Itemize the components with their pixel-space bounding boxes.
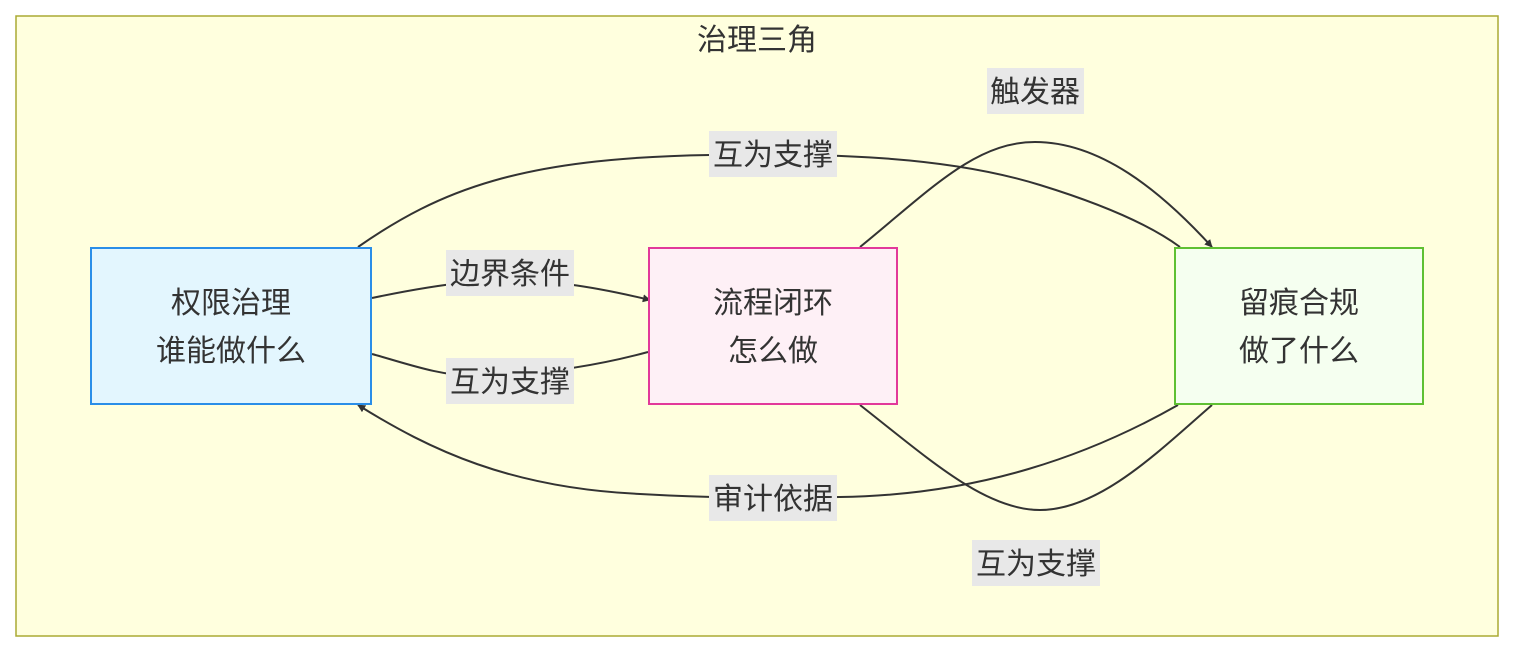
- edge-labels: 互为支撑 触发器 边界条件 互为支撑 审计依据 互为支撑: [446, 68, 1100, 586]
- node-trace-box[interactable]: [1174, 247, 1424, 405]
- svg-text:互为支撑: 互为支撑: [976, 547, 1096, 582]
- node-process-closed-loop[interactable]: 流程闭环 怎么做: [648, 247, 898, 405]
- edge-trace-to-process[interactable]: [859, 404, 1213, 512]
- node-permission-title: 权限治理: [171, 286, 291, 321]
- node-trace-subtitle: 做了什么: [1239, 334, 1359, 369]
- edge-label-trace-to-permission: 审计依据: [709, 475, 837, 521]
- svg-text:触发器: 触发器: [990, 75, 1080, 110]
- svg-text:互为支撑: 互为支撑: [713, 138, 833, 173]
- node-process-subtitle: 怎么做: [728, 334, 818, 369]
- node-process-box[interactable]: [648, 247, 898, 405]
- node-process-title: 流程闭环: [713, 286, 833, 321]
- node-trace-compliance[interactable]: 留痕合规 做了什么: [1174, 247, 1424, 405]
- edge-label-trace-to-process: 互为支撑: [972, 540, 1100, 586]
- node-permission-governance[interactable]: 权限治理 谁能做什么: [90, 247, 372, 405]
- svg-text:互为支撑: 互为支撑: [450, 365, 570, 400]
- node-permission-box[interactable]: [90, 247, 372, 405]
- node-permission-subtitle: 谁能做什么: [156, 334, 306, 369]
- node-trace-title: 留痕合规: [1239, 286, 1359, 321]
- edge-process-to-trace[interactable]: [859, 140, 1213, 248]
- edge-label-permission-to-trace: 互为支撑: [709, 131, 837, 177]
- edge-label-permission-to-process: 边界条件: [446, 250, 574, 296]
- svg-text:审计依据: 审计依据: [713, 482, 833, 517]
- edge-label-process-to-permission: 互为支撑: [446, 358, 574, 404]
- svg-text:边界条件: 边界条件: [450, 257, 570, 292]
- cluster-title: 治理三角: [697, 23, 817, 58]
- edge-label-process-to-trace: 触发器: [987, 68, 1084, 114]
